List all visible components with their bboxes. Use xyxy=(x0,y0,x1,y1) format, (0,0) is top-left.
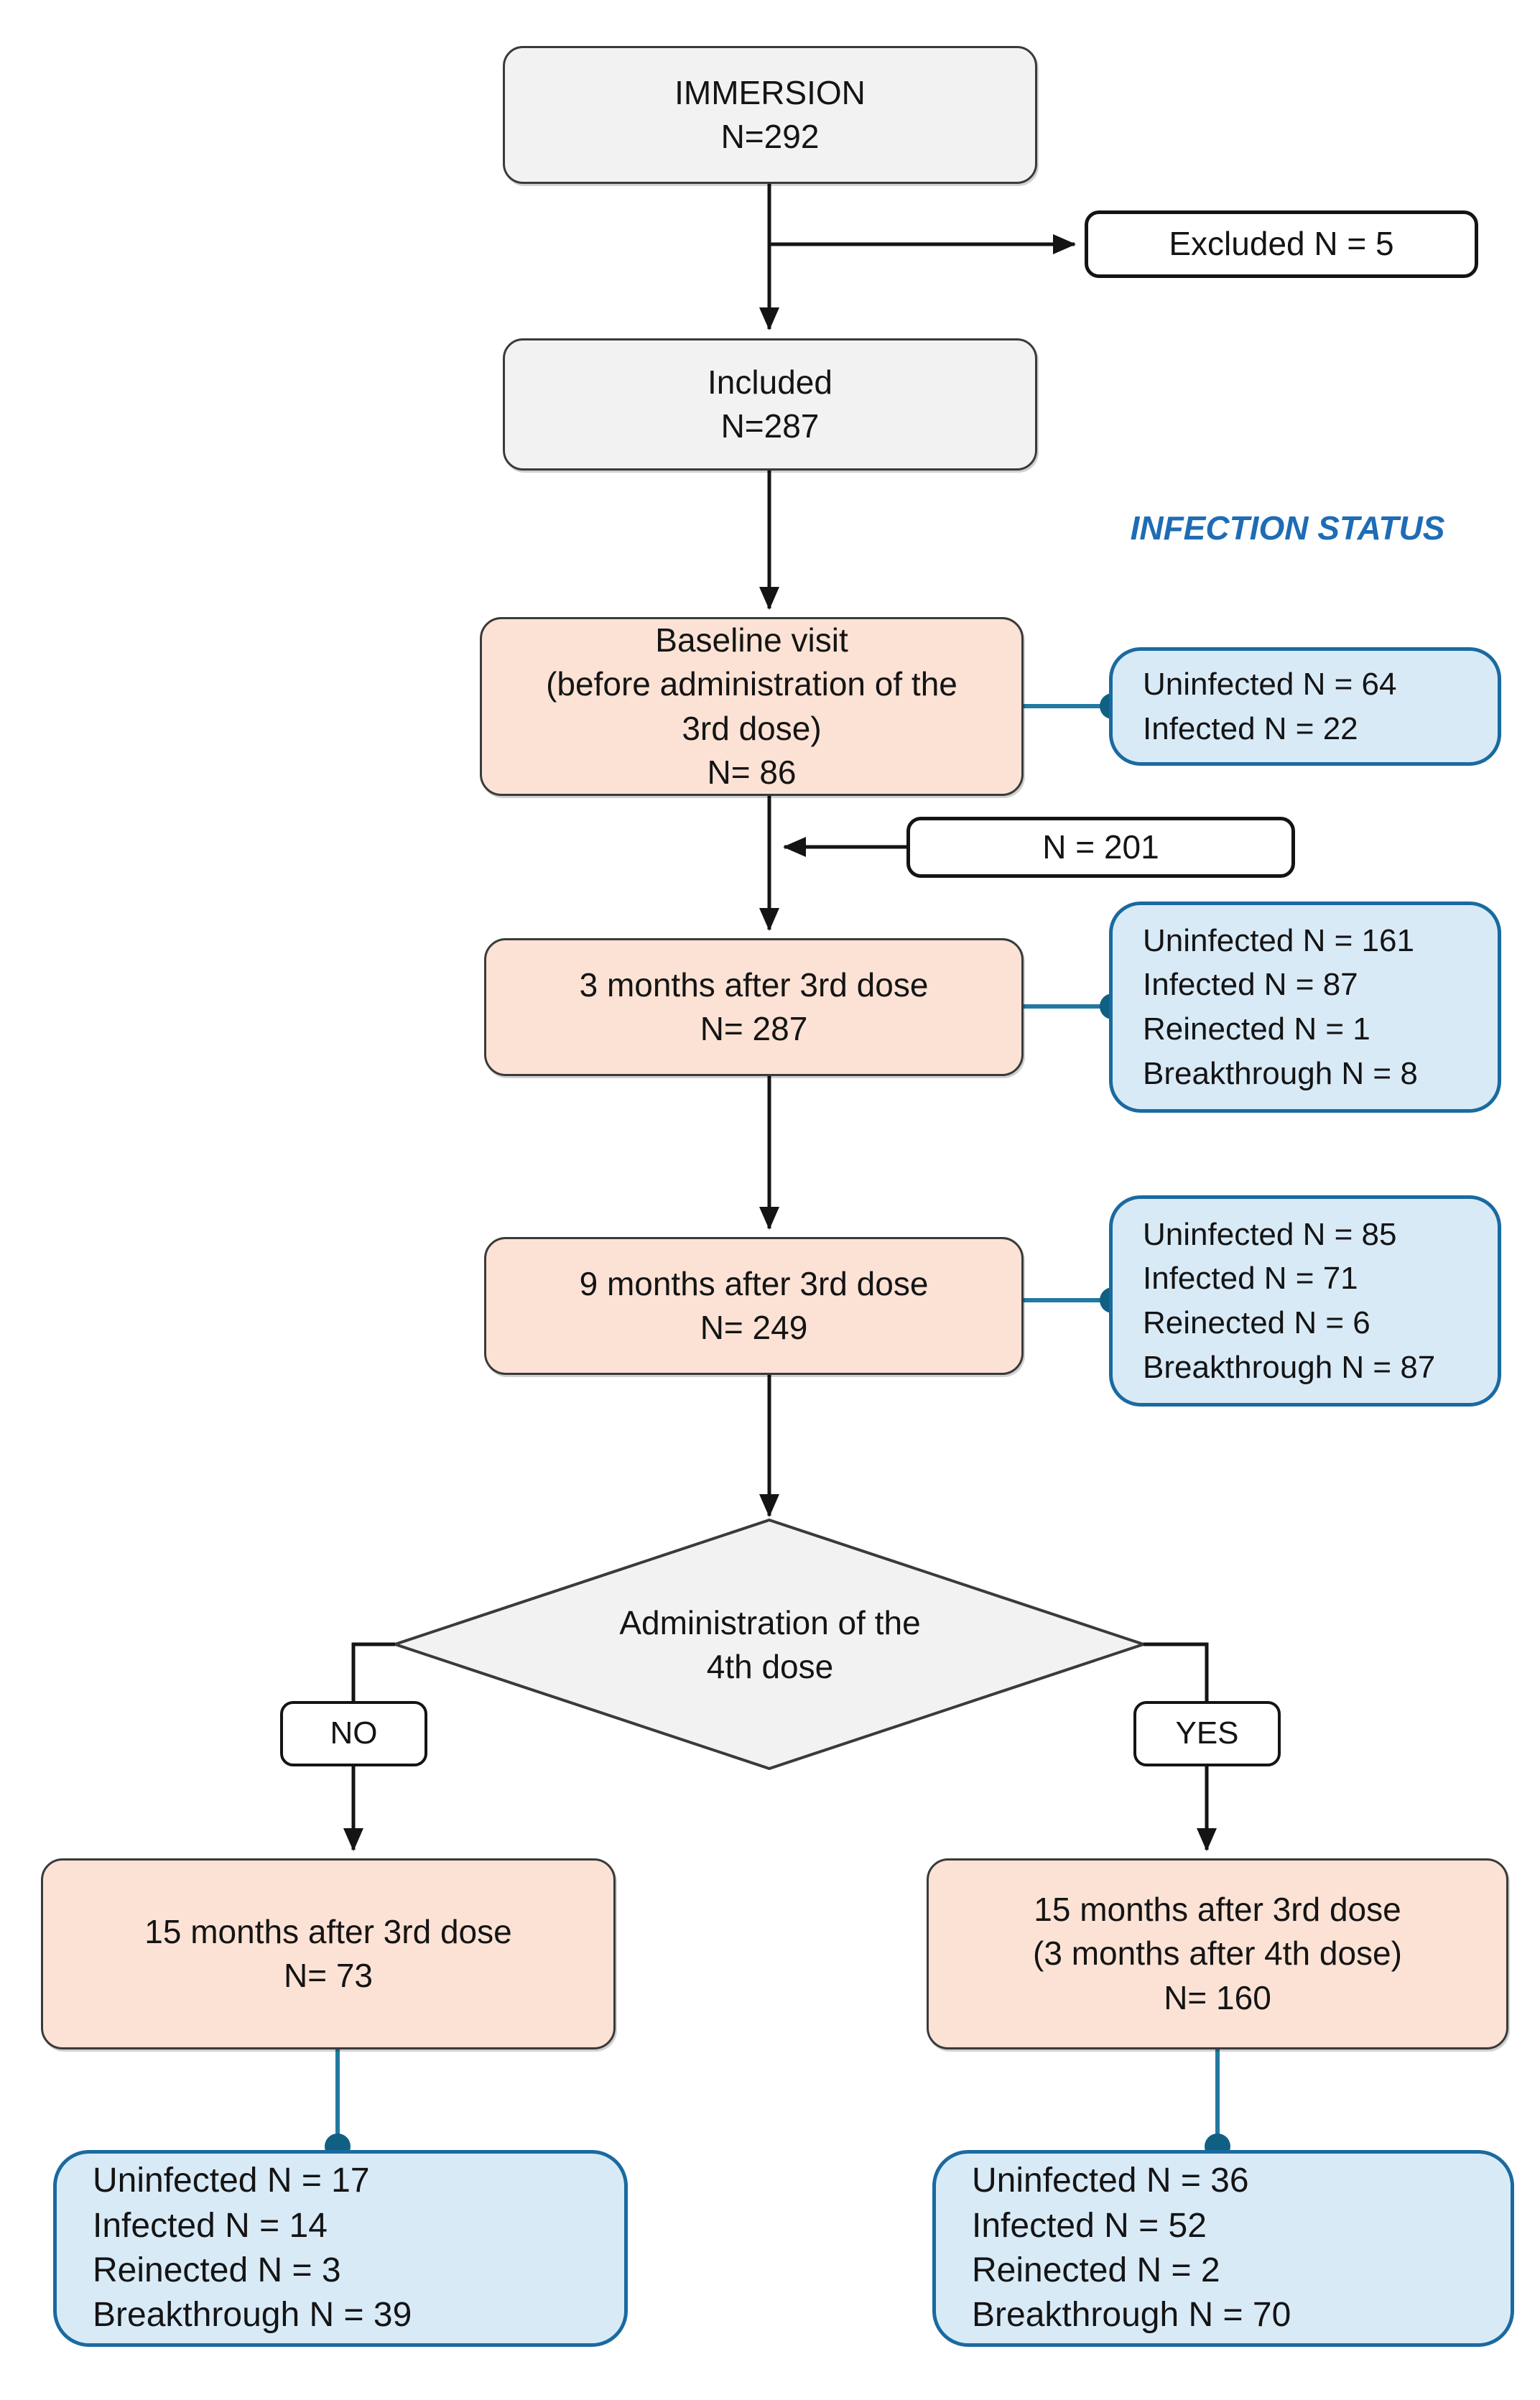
branch-no-elbow xyxy=(351,1642,395,1702)
month3-box: 3 months after 3rd dose N= 287 xyxy=(484,938,1024,1076)
n201-box: N = 201 xyxy=(906,817,1295,878)
decision-diamond-text: Administration of the 4th dose xyxy=(619,1603,921,1685)
status-month15-no-box-text: Uninfected N = 17 Infected N = 14 Reinec… xyxy=(93,2162,412,2335)
yes-branch-box: YES xyxy=(1133,1701,1281,1766)
status-month9-box-text: Uninfected N = 85 Infected N = 71 Reinec… xyxy=(1143,1216,1436,1385)
excluded-box-text: Excluded N = 5 xyxy=(1169,225,1394,263)
yes-branch-text: YES xyxy=(1175,1715,1239,1751)
no-branch-box: NO xyxy=(280,1701,427,1766)
month9-box: 9 months after 3rd dose N= 249 xyxy=(484,1237,1024,1375)
immersion-box: IMMERSION N=292 xyxy=(503,46,1037,184)
status-month3-box-text: Uninfected N = 161 Infected N = 87 Reine… xyxy=(1143,922,1418,1091)
branch-yes-elbow xyxy=(1144,1642,1209,1702)
status-month9-box: Uninfected N = 85 Infected N = 71 Reinec… xyxy=(1109,1195,1501,1407)
status-month15-yes-box-text: Uninfected N = 36 Infected N = 52 Reinec… xyxy=(972,2162,1291,2335)
excluded-box: Excluded N = 5 xyxy=(1085,210,1478,278)
status-month15-no-box: Uninfected N = 17 Infected N = 14 Reinec… xyxy=(53,2150,628,2347)
baseline-visit-box-text: Baseline visit (before administration of… xyxy=(546,621,957,791)
month15-yes-box: 15 months after 3rd dose (3 months after… xyxy=(927,1858,1508,2049)
decision-diamond: Administration of the 4th dose xyxy=(503,1595,1037,1695)
no-branch-text: NO xyxy=(330,1715,378,1751)
month15-no-box: 15 months after 3rd dose N= 73 xyxy=(41,1858,616,2049)
immersion-box-text: IMMERSION N=292 xyxy=(674,73,866,155)
n201-box-text: N = 201 xyxy=(1042,828,1159,866)
infection-status-label: INFECTION STATUS xyxy=(1130,509,1445,547)
month15-no-box-text: 15 months after 3rd dose N= 73 xyxy=(144,1912,512,1994)
status-baseline-box-text: Uninfected N = 64 Infected N = 22 xyxy=(1143,666,1397,746)
decision-diamond-shape xyxy=(390,1518,1149,1771)
status-month3-box: Uninfected N = 161 Infected N = 87 Reine… xyxy=(1109,902,1501,1113)
month15-yes-box-text: 15 months after 3rd dose (3 months after… xyxy=(1033,1891,1402,2016)
included-box-text: Included N=287 xyxy=(708,363,832,445)
status-baseline-box: Uninfected N = 64 Infected N = 22 xyxy=(1109,647,1501,766)
baseline-visit-box: Baseline visit (before administration of… xyxy=(480,617,1024,796)
month9-box-text: 9 months after 3rd dose N= 249 xyxy=(579,1264,929,1346)
month3-box-text: 3 months after 3rd dose N= 287 xyxy=(579,965,929,1047)
included-box: Included N=287 xyxy=(503,338,1037,471)
status-month15-yes-box: Uninfected N = 36 Infected N = 52 Reinec… xyxy=(932,2150,1514,2347)
